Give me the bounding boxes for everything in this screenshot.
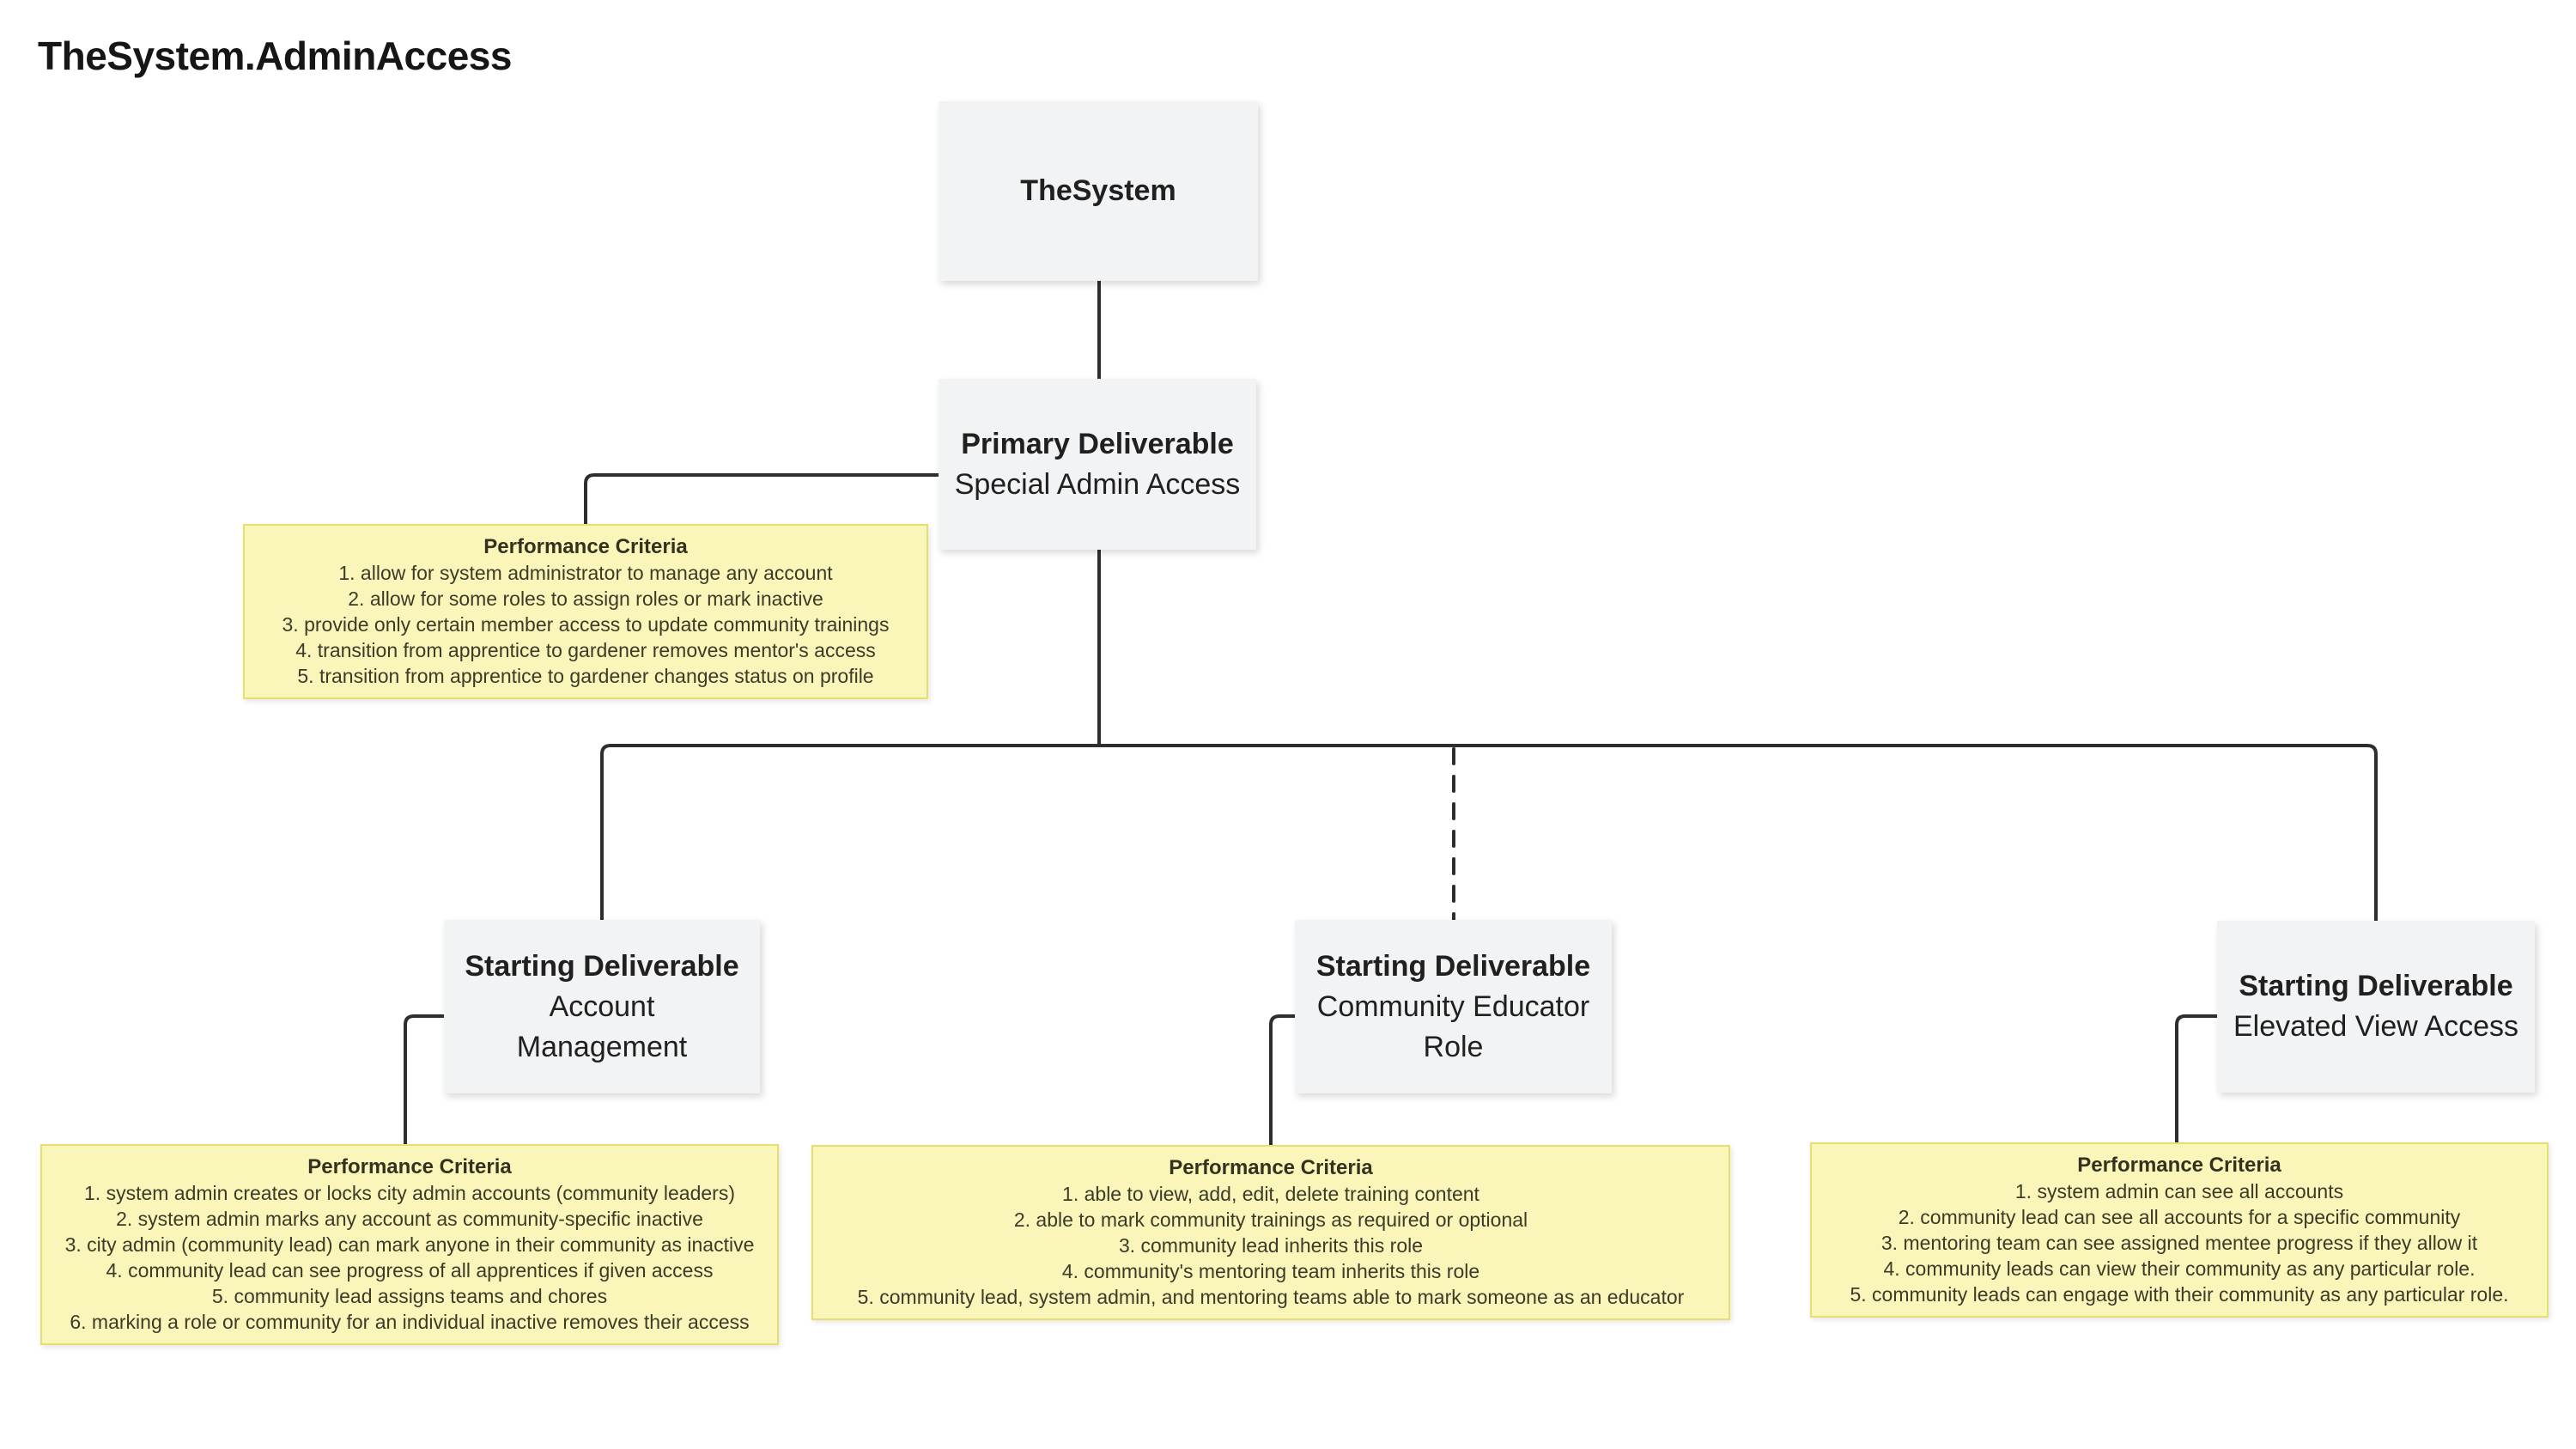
edge-primary-to-criteria-note bbox=[584, 473, 940, 526]
note-primary-performance-criteria[interactable]: Performance Criteria 1. allow for system… bbox=[243, 524, 928, 699]
note-primary-items: 1. allow for system administrator to man… bbox=[282, 562, 890, 687]
note-account-title: Performance Criteria bbox=[307, 1155, 512, 1178]
edge-branch-bus bbox=[600, 744, 2378, 922]
edge-educator-to-note bbox=[1269, 1014, 1297, 1147]
note-elevated-title: Performance Criteria bbox=[2077, 1154, 2281, 1177]
page-title: TheSystem.AdminAccess bbox=[38, 33, 512, 78]
node-educator-title: Starting Deliverable bbox=[1315, 949, 1591, 983]
node-educator-subtitle: Community Educator Role bbox=[1316, 989, 1590, 1063]
node-elevated-title: Starting Deliverable bbox=[2239, 970, 2513, 1002]
note-account-items: 1. system admin creates or locks city ad… bbox=[64, 1182, 755, 1333]
note-educator-items: 1. able to view, add, edit, delete train… bbox=[857, 1183, 1685, 1308]
node-account-title: Starting Deliverable bbox=[465, 949, 739, 983]
node-account-subtitle: Account Management bbox=[516, 989, 688, 1063]
node-starting-account-management[interactable]: Starting Deliverable Account Management bbox=[444, 920, 760, 1093]
node-primary-title: Primary Deliverable bbox=[961, 427, 1234, 460]
node-the-system[interactable]: TheSystem bbox=[939, 101, 1258, 281]
node-primary-deliverable[interactable]: Primary Deliverable Special Admin Access bbox=[939, 379, 1256, 550]
node-starting-community-educator[interactable]: Starting Deliverable Community Educator … bbox=[1295, 920, 1612, 1093]
node-the-system-title: TheSystem bbox=[1020, 174, 1176, 207]
note-elevated-items: 1. system admin can see all accounts 2. … bbox=[1850, 1180, 2509, 1306]
note-primary-title: Performance Criteria bbox=[483, 535, 688, 558]
node-elevated-subtitle: Elevated View Access bbox=[2233, 1010, 2518, 1043]
node-starting-elevated-view[interactable]: Starting Deliverable Elevated View Acces… bbox=[2217, 921, 2535, 1093]
note-educator-performance-criteria[interactable]: Performance Criteria 1. able to view, ad… bbox=[811, 1145, 1730, 1320]
note-educator-title: Performance Criteria bbox=[1169, 1156, 1373, 1179]
note-elevated-performance-criteria[interactable]: Performance Criteria 1. system admin can… bbox=[1810, 1142, 2549, 1318]
edge-account-to-note bbox=[404, 1014, 446, 1146]
edge-elevated-to-note bbox=[2175, 1014, 2219, 1144]
note-account-performance-criteria[interactable]: Performance Criteria 1. system admin cre… bbox=[40, 1144, 779, 1345]
node-primary-subtitle: Special Admin Access bbox=[954, 467, 1241, 501]
